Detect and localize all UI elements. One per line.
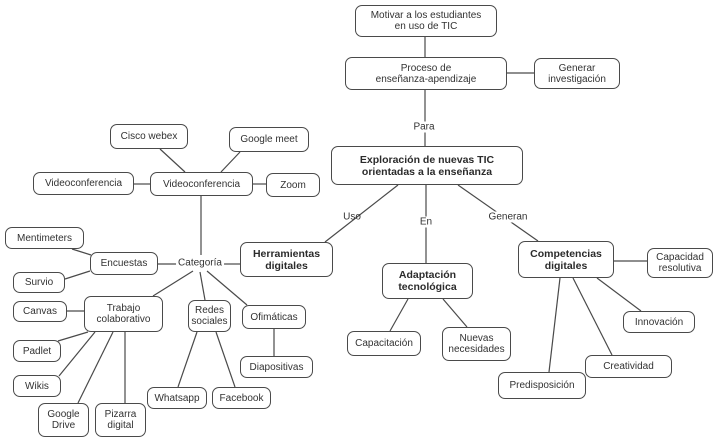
node-diapositivas[interactable]: Diapositivas — [240, 356, 313, 378]
node-creatividad[interactable]: Creatividad — [585, 355, 672, 378]
node-pizarra-digital[interactable]: Pizarra digital — [95, 403, 146, 437]
node-redes-sociales[interactable]: Redes sociales — [188, 300, 231, 332]
node-capacidad-resolutiva[interactable]: Capacidad resolutiva — [647, 248, 713, 278]
edge-line-competencias-to-creatividad — [572, 277, 613, 356]
edge-line-competencias-to-predisposicion — [548, 277, 561, 373]
node-label: Predisposición — [509, 380, 575, 391]
node-label: Exploración de nuevas TIC orientadas a l… — [359, 153, 495, 178]
node-ofimaticas[interactable]: Ofimáticas — [242, 305, 306, 329]
node-label: Creatividad — [603, 361, 654, 372]
node-proceso-ensenanza[interactable]: Proceso de enseñanza-apendizaje — [345, 57, 507, 90]
node-generar-investigacion[interactable]: Generar investigación — [534, 58, 620, 89]
edge-label-categoria: Categoría — [176, 257, 224, 269]
node-cisco-webex[interactable]: Cisco webex — [110, 124, 188, 149]
edge-line-categoria-to-redes — [199, 271, 206, 301]
node-label: Capacitación — [355, 338, 413, 349]
node-label: Ofimáticas — [250, 311, 298, 323]
edge-line-survio-to-encuestas — [64, 270, 91, 280]
node-label: Canvas — [23, 306, 57, 317]
node-label: Nuevas necesidades — [448, 333, 505, 355]
node-canvas[interactable]: Canvas — [13, 301, 67, 322]
node-mentimeters[interactable]: Mentimeters — [5, 227, 84, 249]
edge-line-mentimeters-to-encuestas — [71, 248, 92, 256]
node-videoconferencia-center[interactable]: Videoconferencia — [150, 172, 253, 196]
edge-line-trabajo-to-wikis — [58, 331, 96, 377]
node-competencias-digitales[interactable]: Competencias digitales — [518, 241, 614, 278]
node-label: Facebook — [219, 392, 264, 404]
edge-line-trabajo-to-padlet — [57, 331, 89, 342]
edge-line-exploracion-to-herramientas — [324, 184, 399, 243]
node-label: Whatsapp — [154, 392, 200, 404]
node-label: Videoconferencia — [162, 178, 241, 190]
node-label: Wikis — [25, 380, 49, 392]
node-capacitacion[interactable]: Capacitación — [347, 331, 421, 356]
edge-line-adaptacion-to-nuevas — [442, 298, 468, 328]
node-trabajo-colaborativo[interactable]: Trabajo colaborativo — [84, 296, 163, 332]
node-padlet[interactable]: Padlet — [13, 340, 61, 362]
edge-line-competencias-to-innovacion — [596, 277, 642, 312]
node-exploracion-tic[interactable]: Exploración de nuevas TIC orientadas a l… — [331, 146, 523, 185]
edge-line-redes-to-facebook — [215, 331, 236, 388]
edge-line-trabajo-to-gdrive — [77, 331, 114, 404]
node-label: Herramientas digitales — [252, 247, 321, 272]
node-label: Cisco webex — [120, 131, 178, 142]
node-label: Mentimeters — [16, 232, 72, 244]
node-label: Capacidad resolutiva — [656, 252, 704, 274]
node-survio[interactable]: Survio — [13, 272, 65, 293]
edge-line-categoria-to-ofimaticas — [206, 270, 248, 306]
node-label: Google Drive — [47, 409, 80, 431]
node-innovacion[interactable]: Innovación — [623, 311, 695, 333]
node-nuevas-necesidades[interactable]: Nuevas necesidades — [442, 327, 511, 361]
edge-label-uso: Uso — [343, 211, 361, 223]
edge-line-gmeet-to-videoconferencia — [220, 151, 241, 173]
edge-label-en: En — [417, 216, 435, 228]
node-label: Zoom — [280, 179, 306, 191]
node-label: Innovación — [634, 316, 684, 328]
node-label: Motivar a los estudiantes en uso de TIC — [370, 10, 482, 32]
edge-label-generan: Generan — [486, 211, 530, 223]
node-videoconferencia-left[interactable]: Videoconferencia — [33, 172, 134, 195]
node-label: Diapositivas — [249, 361, 304, 373]
node-facebook[interactable]: Facebook — [212, 387, 271, 409]
node-predisposicion[interactable]: Predisposición — [498, 372, 586, 399]
node-motivar-estudiantes[interactable]: Motivar a los estudiantes en uso de TIC — [355, 5, 497, 37]
node-label: Pizarra digital — [104, 409, 137, 431]
node-zoom[interactable]: Zoom — [266, 173, 320, 197]
node-label: Encuestas — [100, 258, 148, 269]
node-label: Videoconferencia — [44, 178, 123, 189]
node-label: Padlet — [22, 345, 52, 357]
edge-line-adaptacion-to-capacitacion — [389, 298, 409, 332]
edge-line-categoria-to-trabajo — [152, 270, 194, 297]
node-google-drive[interactable]: Google Drive — [38, 403, 89, 437]
edge-line-cisco-to-videoconferencia — [159, 148, 186, 173]
node-google-meet[interactable]: Google meet — [229, 127, 309, 152]
edge-line-redes-to-whatsapp — [177, 331, 198, 388]
node-label: Trabajo colaborativo — [96, 303, 151, 325]
node-label: Generar investigación — [548, 62, 606, 85]
node-herramientas-digitales[interactable]: Herramientas digitales — [240, 242, 333, 277]
node-label: Survio — [24, 277, 54, 288]
node-label: Competencias digitales — [530, 247, 602, 272]
node-wikis[interactable]: Wikis — [13, 375, 61, 397]
node-label: Redes sociales — [191, 305, 228, 327]
node-label: Google meet — [240, 134, 298, 145]
node-encuestas[interactable]: Encuestas — [90, 252, 158, 275]
node-label: Adaptación tecnológica — [398, 269, 457, 293]
edge-label-para: Para — [411, 121, 437, 133]
node-adaptacion-tecnologica[interactable]: Adaptación tecnológica — [382, 263, 473, 299]
node-label: Proceso de enseñanza-apendizaje — [375, 62, 477, 85]
node-whatsapp[interactable]: Whatsapp — [147, 387, 207, 409]
